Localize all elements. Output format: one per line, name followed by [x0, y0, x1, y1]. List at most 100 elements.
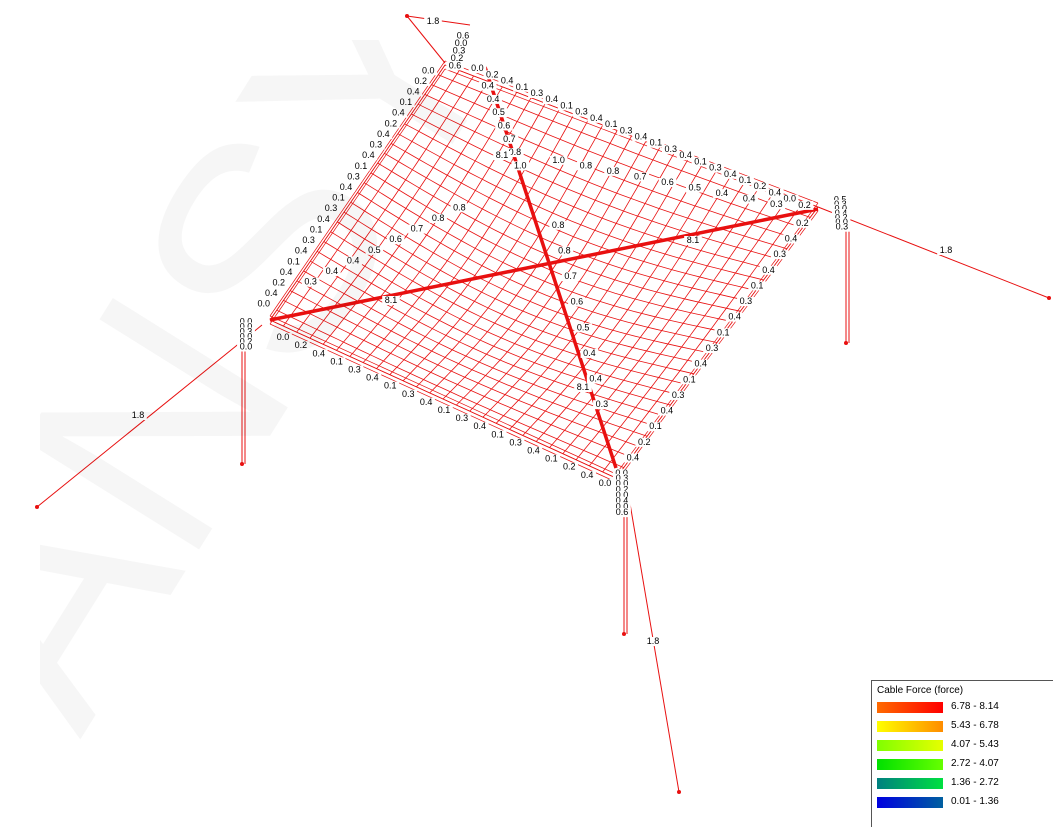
edge-cable [269, 319, 617, 479]
label-bg [646, 422, 665, 432]
edge-force-label: 0.1 [307, 224, 325, 235]
mesh-cable [336, 92, 518, 351]
label-bg [713, 189, 731, 199]
mesh-cable [602, 201, 805, 473]
label-bg [669, 390, 687, 400]
label-bg [580, 348, 599, 358]
legend-item: 6.78 - 8.14 [877, 701, 1052, 713]
label-text: 0.3 [240, 327, 253, 337]
label-bg [577, 161, 595, 171]
label-text: 0.2 [385, 118, 398, 128]
label-text: 0.8 [453, 202, 466, 212]
label-text: 0.1 [491, 429, 504, 439]
label-text: 0.0 [240, 317, 253, 327]
label-text: 0.3 [456, 413, 469, 423]
label-text: 0.2 [240, 337, 253, 347]
legend-swatch [877, 797, 943, 808]
inner-force-label: 0.4 [586, 374, 605, 384]
label-bg [632, 132, 650, 142]
cable-mesh [269, 60, 819, 483]
label-bg [586, 374, 605, 384]
label-bg [832, 218, 851, 228]
edge-force-label: 0.0 [596, 478, 614, 488]
label-bg [322, 204, 340, 214]
label-text: 0.6 [661, 177, 674, 187]
edge-force-label: 0.3 [345, 364, 364, 375]
main-cable-label: 8.1 [574, 382, 592, 392]
label-text: 0.3 [834, 199, 847, 209]
label-bg [488, 430, 507, 440]
corner-force-label: 0.3 [833, 222, 851, 232]
label-bg [560, 462, 579, 472]
legend-item: 4.07 - 5.43 [877, 739, 1052, 751]
label-text: 0.4 [583, 348, 596, 358]
label-text: 0.4 [407, 87, 420, 97]
label-text: 0.4 [312, 348, 325, 358]
label-bg [327, 357, 346, 367]
label-bg [759, 265, 778, 275]
label-text: 0.6 [498, 121, 511, 131]
label-text: 0.3 [453, 46, 466, 56]
label-text: 0.0 [616, 490, 629, 500]
label-text: 0.2 [486, 69, 499, 79]
label-text: 0.3 [531, 88, 544, 98]
mast-base [240, 462, 244, 466]
label-bg [382, 119, 400, 129]
edge-force-label: 0.4 [404, 87, 423, 97]
edge-cable [269, 68, 446, 325]
mesh-cable [370, 172, 733, 323]
label-bg [450, 203, 469, 213]
edge-force-label: 0.4 [314, 214, 333, 224]
inner-force-label: 0.8 [549, 220, 567, 230]
label-text: 0.1 [717, 327, 730, 337]
label-text: 0.1 [560, 100, 573, 110]
edge-force-label: 0.1 [736, 175, 754, 186]
label-bg [593, 400, 611, 410]
main-cable-label: 8.1 [684, 235, 702, 245]
label-text: 8.1 [687, 235, 700, 245]
edge-force-label: 0.4 [363, 373, 382, 383]
inner-force-label: 0.6 [495, 121, 513, 131]
anchor-point [1047, 296, 1051, 300]
label-text: 0.4 [590, 113, 603, 123]
edge-force-label: 0.2 [292, 340, 310, 351]
label-bg [685, 183, 704, 193]
label-text: 0.3 [402, 389, 415, 399]
edge-force-label: 0.4 [542, 94, 561, 105]
label-bg [613, 479, 631, 489]
label-bg [359, 151, 378, 161]
corner-force-label: 0.0 [613, 479, 631, 489]
label-text: 0.0 [240, 322, 253, 332]
edge-force-label: 0.0 [419, 65, 438, 76]
inner-force-label: 0.3 [767, 199, 786, 210]
label-bg [721, 169, 740, 179]
mesh-cable [469, 146, 661, 412]
edge-force-label: 0.2 [795, 200, 814, 210]
edge-force-label: 0.4 [766, 187, 784, 198]
corner-force-label: 0.2 [613, 484, 631, 495]
edge-force-label: 0.3 [617, 125, 635, 136]
edge-force-label: 0.4 [524, 446, 543, 456]
edge-force-label: 0.1 [329, 193, 348, 203]
stay-cable [625, 479, 680, 793]
label-bg [352, 161, 370, 171]
label-bg [832, 213, 851, 223]
corner-force-label: 0.2 [832, 213, 851, 223]
label-text: 0.1 [384, 381, 397, 391]
corner-force-label: 0.6 [446, 60, 464, 71]
label-text: 0.3 [664, 144, 677, 154]
label-bg [631, 172, 650, 182]
label-text: 0.3 [709, 163, 722, 173]
edge-force-label: 0.1 [748, 280, 766, 291]
main-cable [269, 207, 819, 322]
inner-force-label: 0.8 [429, 213, 447, 223]
edge-force-label: 0.3 [344, 171, 363, 182]
label-bg [389, 108, 408, 118]
label-bg [468, 64, 487, 74]
label-text: 0.5 [368, 245, 381, 255]
mesh-cable [456, 141, 647, 406]
label-bg [831, 204, 850, 214]
label-bg [624, 453, 642, 463]
edge-force-label: 0.3 [322, 203, 340, 214]
label-bg [454, 31, 472, 41]
